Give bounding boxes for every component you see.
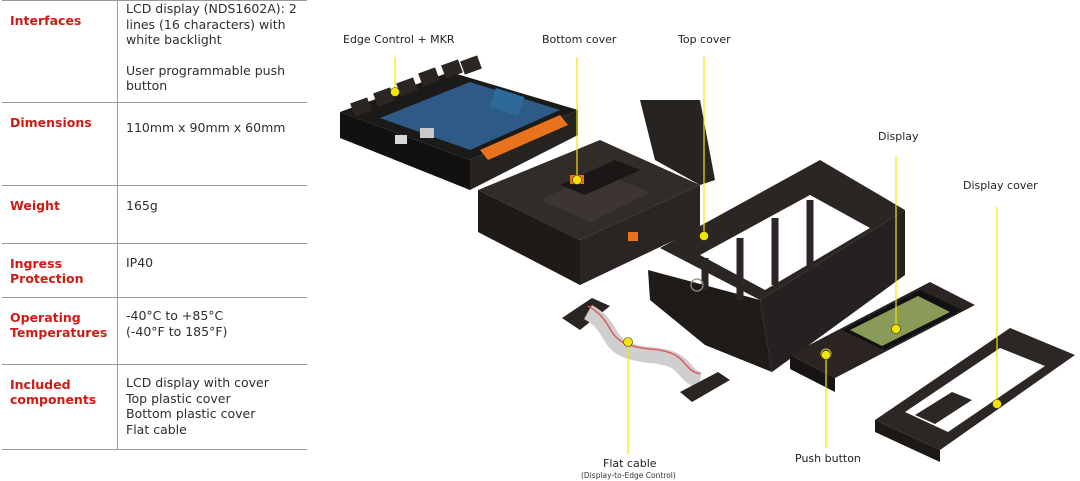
spec-row-ingress-protection: Ingress Protection IP40: [2, 243, 307, 298]
spec-line: white backlight: [126, 32, 222, 47]
spec-line: Flat cable: [126, 421, 187, 437]
spec-value: -40°C to +85°C (-40°F to 185°F): [117, 297, 307, 365]
callout-display-cover: Display cover: [963, 179, 1038, 192]
spec-row-included-components: Included components LCD display with cov…: [2, 364, 307, 450]
flat-cable: [562, 298, 730, 402]
top-cover: [648, 160, 905, 372]
callout-top-cover: Top cover: [678, 33, 731, 46]
spec-label: Interfaces: [2, 0, 118, 103]
callout-bottom-cover: Bottom cover: [542, 33, 617, 46]
spec-label: Weight: [2, 185, 118, 244]
spec-row-operating-temperatures: Operating Temperatures -40°C to +85°C (-…: [2, 297, 307, 365]
spec-label: Operating Temperatures: [2, 297, 118, 365]
spec-line: lines (16 characters) with: [126, 16, 286, 32]
callout-flat-cable-note: (Display-to-Edge Control): [581, 471, 676, 480]
spec-value: 165g: [117, 185, 307, 244]
callout-flat-cable: Flat cable: [603, 457, 657, 470]
spec-line: User programmable push: [126, 62, 286, 78]
spec-line: -40°C to +85°C: [126, 308, 224, 323]
spec-row-dimensions: Dimensions 110mm x 90mm x 60mm: [2, 102, 307, 186]
spec-line: 165g: [126, 198, 158, 213]
spec-value: LCD display with cover Top plastic cover…: [117, 364, 307, 450]
display-cover: [875, 328, 1075, 462]
spec-line: (-40°F to 185°F): [126, 323, 228, 339]
spec-line: 110mm x 90mm x 60mm: [126, 120, 286, 135]
callout-edge-control: Edge Control + MKR: [343, 33, 455, 46]
spec-line: LCD display (NDS1602A): 2: [126, 1, 297, 16]
specifications-table: Interfaces LCD display (NDS1602A): 2 lin…: [2, 0, 307, 450]
callout-dots: [390, 87, 1002, 409]
spec-line: Bottom plastic cover: [126, 406, 256, 421]
spec-line: LCD display with cover: [126, 375, 269, 390]
spec-row-interfaces: Interfaces LCD display (NDS1602A): 2 lin…: [2, 0, 307, 103]
spec-value: IP40: [117, 243, 307, 298]
spec-line: Top plastic cover: [126, 390, 231, 406]
edge-control-board: [340, 55, 578, 190]
exploded-view-illustration: [340, 55, 1075, 462]
spec-value: LCD display (NDS1602A): 2 lines (16 char…: [117, 0, 307, 103]
spec-line: IP40: [126, 255, 154, 270]
spec-label: Included components: [2, 364, 118, 450]
callout-push-button: Push button: [795, 452, 861, 465]
spec-line-gap: [126, 48, 307, 63]
spec-label: Ingress Protection: [2, 243, 118, 298]
spec-row-weight: Weight 165g: [2, 185, 307, 244]
callout-lines: [394, 57, 998, 454]
spec-value: 110mm x 90mm x 60mm: [117, 102, 307, 186]
spec-line: button: [126, 78, 168, 93]
spec-label: Dimensions: [2, 102, 118, 186]
bottom-cover: [478, 100, 715, 285]
callout-display: Display: [878, 130, 919, 143]
